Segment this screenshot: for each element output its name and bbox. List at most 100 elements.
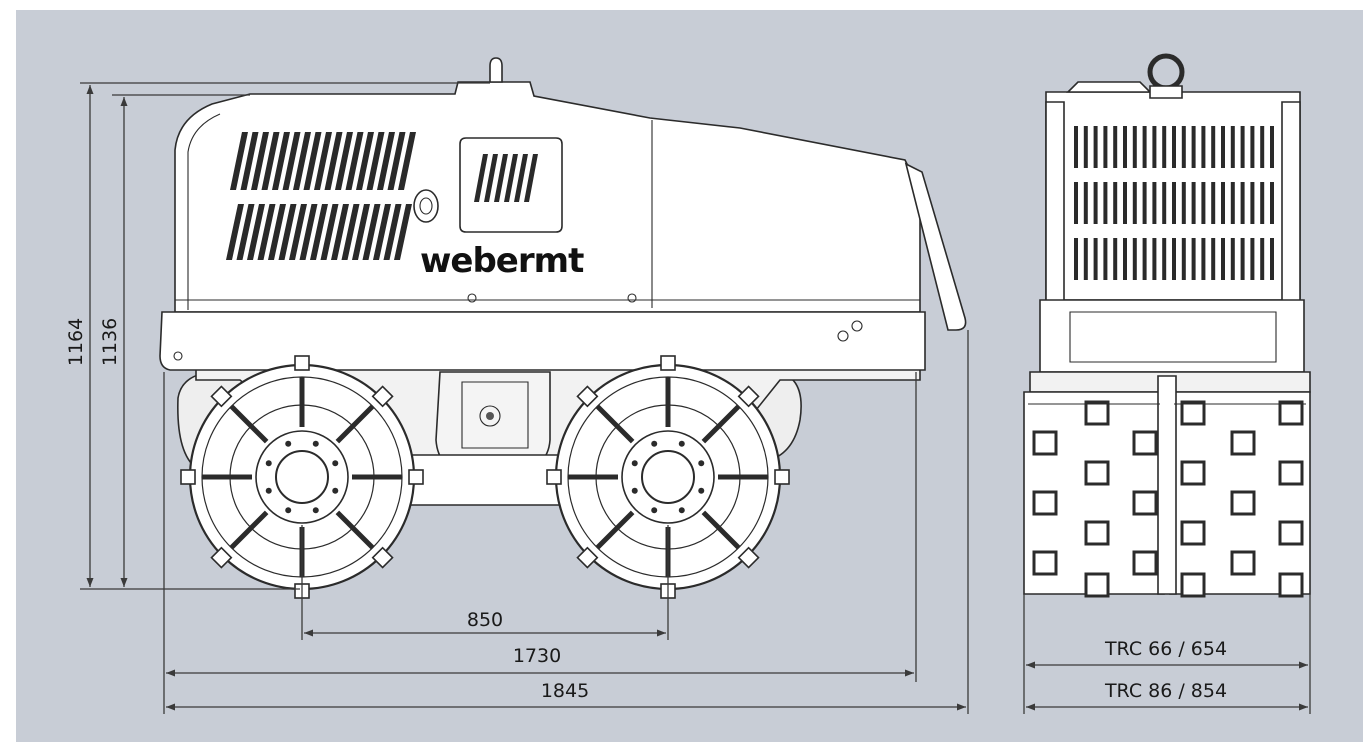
drive-housing-plate [461, 381, 529, 449]
drum-spoke [701, 404, 741, 444]
vent-slot [514, 154, 528, 202]
drum-padfoot [660, 355, 676, 371]
padfoot [1084, 572, 1110, 598]
drive-housing-bolt-inner [486, 412, 494, 420]
lifting-eye [489, 57, 503, 83]
vent-slot [278, 204, 297, 260]
dim-label-overall-length: 1845 [541, 680, 589, 702]
grille-bar [1191, 126, 1196, 168]
padfoot [1132, 490, 1158, 516]
vent-slot [345, 132, 364, 190]
padfoot [1084, 460, 1110, 486]
drum-padfoot [737, 385, 760, 408]
band-hole [851, 320, 863, 332]
dim-label-drum-spacing: 850 [467, 609, 503, 631]
grille-bar [1211, 182, 1216, 224]
drum-hub-bolt [698, 487, 705, 494]
front-band-line [1069, 311, 1277, 363]
drum-spoke [229, 510, 269, 550]
front-padfeet [1028, 400, 1306, 598]
grille-bar [1074, 126, 1078, 168]
drum-hub-bolt [332, 460, 339, 467]
grille-bar [1270, 238, 1274, 280]
grille-bar [1172, 238, 1176, 280]
grille-bar [1250, 238, 1255, 280]
grille-bar [1250, 182, 1255, 224]
grille-bar [1103, 182, 1108, 224]
drum-spoke [335, 510, 375, 550]
grille-bar [1142, 182, 1147, 224]
drum-padfoot [576, 546, 599, 569]
vent-slot [240, 132, 259, 190]
drum-hub-bolt [651, 507, 658, 514]
grille-bar [1113, 126, 1118, 168]
dim-label-wheelbase: 1730 [513, 645, 561, 667]
grille-bar [1074, 182, 1078, 224]
grille-bar [1230, 182, 1235, 224]
vent-slot [387, 132, 406, 190]
drum-hub-bolt [312, 440, 319, 447]
drum-hub-bolt [698, 460, 705, 467]
padfoot [1278, 400, 1304, 426]
drum-hub-bolt [265, 487, 272, 494]
vent-slot [383, 204, 402, 260]
vent-slot [293, 132, 311, 190]
grille-bar [1093, 182, 1098, 224]
grille-bar [1142, 126, 1147, 168]
grille-bar [1083, 126, 1088, 168]
drum-padfoot [180, 469, 196, 485]
grille-bar [1132, 182, 1137, 224]
drum-hub-bolt [651, 440, 658, 447]
drum-hub-bolt [332, 487, 339, 494]
grille-bar [1103, 126, 1108, 168]
drum-padfoot [576, 385, 599, 408]
band-hole [627, 293, 637, 303]
vent-slot [320, 204, 339, 260]
drum-hub-bolt [631, 487, 638, 494]
rear-drum [180, 355, 424, 599]
padfoot [1180, 520, 1206, 546]
drum-spoke [595, 404, 635, 444]
grille-bar [1103, 238, 1108, 280]
grille-bar [1152, 126, 1157, 168]
grille-bar [1250, 126, 1255, 168]
vent-slot [366, 132, 385, 190]
dimension-lines: 1164 1136 850 1730 1845 TRC 66 / 654 TRC… [65, 82, 1311, 714]
vent-grille-lower [226, 204, 412, 260]
vent-slot [261, 132, 280, 190]
vent-slot [335, 132, 353, 190]
vent-slot [282, 132, 301, 190]
grille-bar [1074, 238, 1078, 280]
padfoot [1180, 460, 1206, 486]
vent-slot [331, 204, 349, 260]
grille-bar [1260, 182, 1265, 224]
dim-label-overall-height: 1164 [65, 318, 87, 366]
grille-bar [1201, 126, 1206, 168]
padfoot [1032, 490, 1058, 516]
drum-hub [641, 450, 695, 504]
grille-bar [1113, 238, 1118, 280]
grille-bar [1211, 238, 1216, 280]
drum-hub-bolt [265, 460, 272, 467]
drum-hub-bolt [631, 460, 638, 467]
grille-bar [1123, 238, 1127, 280]
grille-bar [1172, 126, 1176, 168]
drum-spoke [335, 404, 375, 444]
grille-bar [1113, 182, 1118, 224]
drum-padfoot [210, 385, 233, 408]
vent-slot [268, 204, 286, 260]
vent-slot [398, 132, 416, 190]
grille-bar [1093, 126, 1098, 168]
drum-hub-bolt [285, 507, 292, 514]
grille-bar [1181, 238, 1186, 280]
drive-housing-bolt [479, 405, 501, 427]
vent-slot [236, 204, 255, 260]
vent-slot [324, 132, 343, 190]
vent-slot [394, 204, 412, 260]
drum-spoke [701, 510, 741, 550]
padfoot [1230, 490, 1256, 516]
drum-padfoot [294, 355, 310, 371]
vent-slot [299, 204, 318, 260]
padfoot [1278, 460, 1304, 486]
